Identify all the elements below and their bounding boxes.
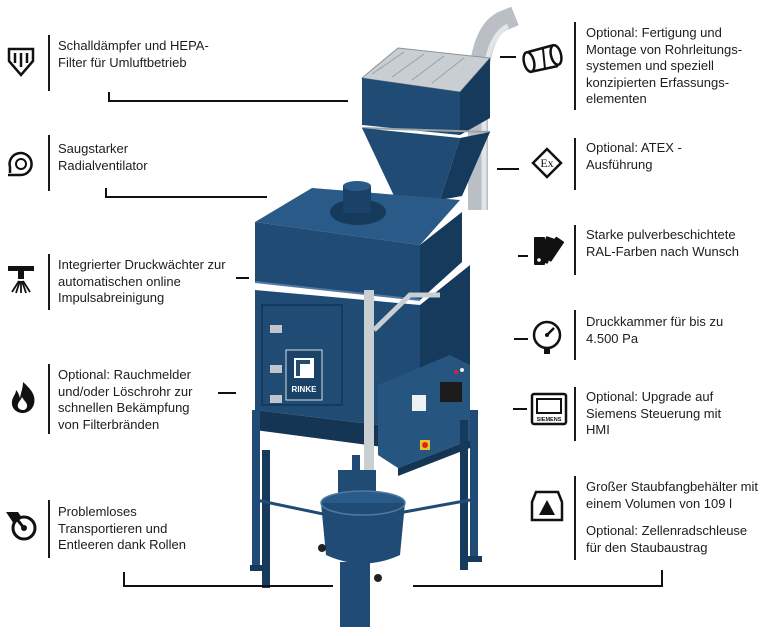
feature-duct-systems: Optional: Fertigung und Montage von Rohr… — [500, 22, 768, 112]
feature-line: Optional: Fertigung und — [586, 25, 722, 40]
feature-line: Entleeren dank Rollen — [58, 537, 186, 552]
feature-line: elementen — [586, 91, 647, 106]
feature-line: Optional: Upgrade auf — [586, 389, 714, 404]
color-swatches-icon — [530, 233, 564, 267]
feature-line: Transportieren und — [58, 520, 168, 536]
feature-pressure-switch: Integrierter Druckwächter zur automatisc… — [0, 250, 260, 310]
feature-line: HMI — [586, 422, 610, 437]
feature-hepa-silencer: Schalldämpfer und HEPA- Filter für Umluf… — [0, 35, 340, 105]
duct-pipe-icon — [520, 42, 564, 76]
feature-line: Schalldämpfer und HEPA- — [58, 38, 209, 53]
feature-fire-protection: Optional: Rauchmelder und/oder Löschrohr… — [0, 362, 240, 436]
feature-line: schnellen Bekämpfung — [58, 400, 190, 415]
feature-line: Optional: Zellenradschleuse — [586, 523, 748, 538]
feature-line: Großer Staubfangbehälter mit — [586, 479, 758, 494]
feature-line: von Filterbränden — [58, 416, 160, 432]
dust-bin-icon — [530, 488, 564, 522]
feature-line: Integrierter Druckwächter zur — [58, 257, 226, 272]
brand-logo-text: RINKE — [292, 385, 318, 394]
silencer-hepa-filter-icon — [4, 45, 38, 79]
feature-line: Problemloses — [58, 504, 137, 519]
feature-line: Optional: ATEX - — [586, 140, 682, 155]
feature-line: und/oder Löschrohr zur — [58, 383, 193, 399]
feature-atex: Ex Optional: ATEX - Ausführung — [500, 138, 768, 190]
feature-dust-container: Großer Staubfangbehälter mit einem Volum… — [500, 476, 768, 566]
feature-line: 4.500 Pa — [586, 330, 639, 346]
atex-ex-label: Ex — [540, 156, 553, 170]
feature-line: Filter für Umluftbetrieb — [58, 54, 187, 70]
feature-line: Optional: Rauchmelder — [58, 367, 191, 382]
feature-line: für den Staubaustrag — [586, 539, 708, 555]
feature-siemens-hmi: SIEMENS Optional: Upgrade auf Siemens St… — [500, 385, 768, 441]
feature-line: konzipierten Erfassungs- — [586, 74, 730, 90]
feature-line: Impulsabreinigung — [58, 290, 165, 305]
pressure-gauge-icon — [530, 320, 564, 354]
feature-line: Druckkammer für bis zu — [586, 314, 724, 329]
feature-radial-fan: Saugstarker Radialventilator — [0, 135, 300, 195]
siemens-hmi-icon: SIEMENS — [530, 391, 568, 429]
feature-line: Saugstarker — [58, 141, 129, 156]
atex-ex-icon: Ex — [530, 146, 564, 180]
feature-pressure-chamber: Druckkammer für bis zu 4.500 Pa — [500, 310, 768, 360]
radial-fan-icon — [4, 147, 38, 181]
feature-castor-wheels: Problemloses Transportieren und Entleere… — [0, 500, 240, 560]
feature-line: Siemens Steuerung mit — [586, 405, 722, 421]
feature-line: Radialventilator — [58, 157, 148, 173]
feature-line: automatischen online — [58, 273, 181, 289]
pressure-switch-icon — [4, 262, 38, 296]
flame-icon — [6, 380, 40, 414]
feature-line: RAL-Farben nach Wunsch — [586, 243, 739, 259]
feature-line: Ausführung — [586, 156, 653, 172]
feature-line: einem Volumen von 109 l — [586, 495, 732, 511]
siemens-label: SIEMENS — [537, 417, 562, 423]
feature-line: Starke pulverbeschichtete — [586, 227, 736, 242]
feature-line: systemen und speziell — [586, 58, 714, 73]
feature-line: Montage von Rohrleitungs- — [586, 41, 743, 57]
feature-ral-colors: Starke pulverbeschichtete RAL-Farben nac… — [500, 225, 768, 275]
castor-wheel-icon — [4, 508, 38, 542]
